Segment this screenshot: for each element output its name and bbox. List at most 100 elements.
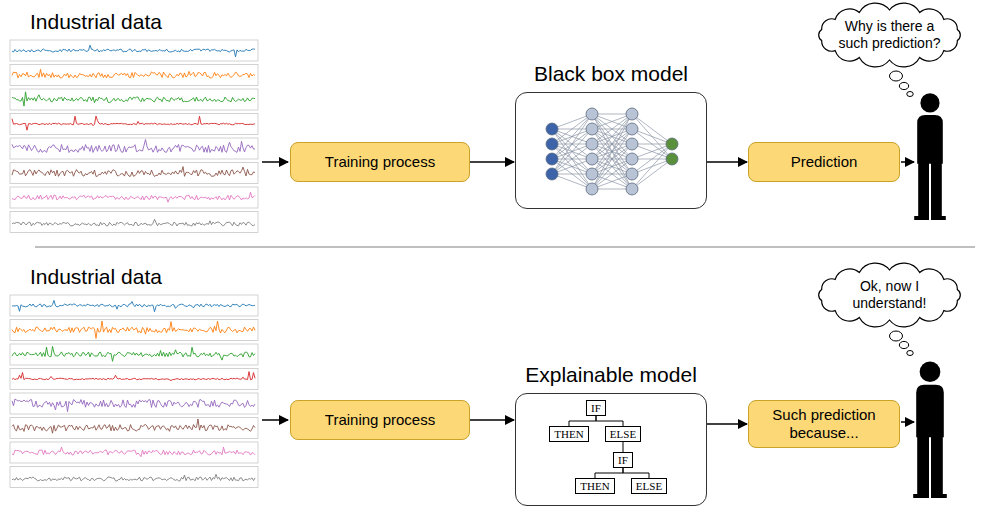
signal-trace [12,219,255,226]
tree-branch [623,468,649,478]
signal-strip [10,320,258,341]
flow-arrow [901,421,914,423]
signal-trace [12,372,255,381]
signal-trace [12,346,255,361]
signal-strip [10,163,258,184]
signal-strip [10,65,258,86]
signal-trace [12,45,255,57]
signal-trace [12,419,255,433]
net-neuron [626,123,638,135]
person-silhouette [913,361,947,498]
signal-strip [10,344,258,365]
net-link [632,129,672,144]
net-link [592,114,632,129]
signal-trace [12,192,255,202]
thought-cloud: Why is there a such prediction? [812,2,967,68]
net-neuron [546,138,558,150]
net-link [592,114,632,189]
node-text: IF [618,453,628,467]
net-link [552,159,592,174]
node-text: Why is there a such prediction? [834,18,946,52]
net-link [592,114,632,189]
net-link [592,114,632,159]
divider-line [35,246,975,247]
signal-strip [10,89,258,110]
net-neuron [546,168,558,180]
net-neuron [626,108,638,120]
net-neuron [546,153,558,165]
net-neuron [586,168,598,180]
rule-box: IF [613,452,633,468]
net-link [592,144,632,189]
flow-arrow [470,419,514,421]
net-neuron [666,138,678,150]
process-box: Such prediction because... [748,400,900,448]
node-text: Ok, now I understand! [834,278,946,312]
signal-trace [12,321,255,338]
model-box: Black box model [515,92,707,209]
tree-branch [595,468,623,478]
thought-bubble [907,92,914,97]
flow-arrow [707,423,747,425]
net-link [592,174,632,189]
flow-arrow [262,161,288,163]
signal-trace [12,92,255,106]
cloud-outline-path [819,263,961,327]
thought-cloud: Ok, now I understand! [812,262,967,328]
node-text: Training process [325,411,435,429]
net-neuron [586,153,598,165]
process-box: Prediction [748,142,900,182]
thought-bubble [890,71,903,81]
signal-trace [12,167,255,177]
net-neuron [626,153,638,165]
net-link [592,144,632,189]
net-neuron [546,123,558,135]
signal-strip [10,212,258,233]
rule-box: THEN [549,426,588,442]
neural-network-icon [516,93,708,210]
net-link [552,144,592,189]
net-link [552,114,592,129]
net-link [552,159,592,174]
signal-trace [12,116,255,130]
rule-box: ELSE [631,478,667,494]
signal-strip [10,295,258,316]
rule-box: IF [586,400,606,416]
node-text: THEN [554,427,583,441]
signal-strip [10,467,258,488]
net-neuron [586,138,598,150]
rule-box: ELSE [605,426,641,442]
model-box: Explainable modelIFTHENELSEIFTHENELSE [515,393,707,506]
signal-strip [10,418,258,439]
net-link [552,129,592,174]
model-heading: Black box model [534,62,688,86]
node-text: Prediction [791,153,858,171]
signal-strip [10,114,258,135]
thought-bubble [899,341,908,348]
net-link [632,144,672,159]
node-text: Such prediction because... [757,406,891,442]
process-box: Training process [290,142,470,182]
net-neuron [586,183,598,195]
signal-strip [10,369,258,390]
thought-bubble [890,331,903,341]
net-link [592,174,632,189]
flow-arrow [707,161,747,163]
net-link [552,129,592,174]
signal-trace [12,140,255,153]
cloud-outline-path [819,3,961,67]
signal-strip [10,187,258,208]
signal-strip [10,40,258,61]
flow-arrow [470,161,514,163]
tree-branch [623,442,624,452]
node-text: ELSE [610,427,636,441]
net-neuron [666,153,678,165]
tree-branch [569,416,596,426]
net-neuron [586,108,598,120]
net-link [592,114,632,129]
process-box: Training process [290,400,470,440]
signal-strip [10,442,258,463]
net-neuron [586,123,598,135]
net-link [632,144,672,189]
